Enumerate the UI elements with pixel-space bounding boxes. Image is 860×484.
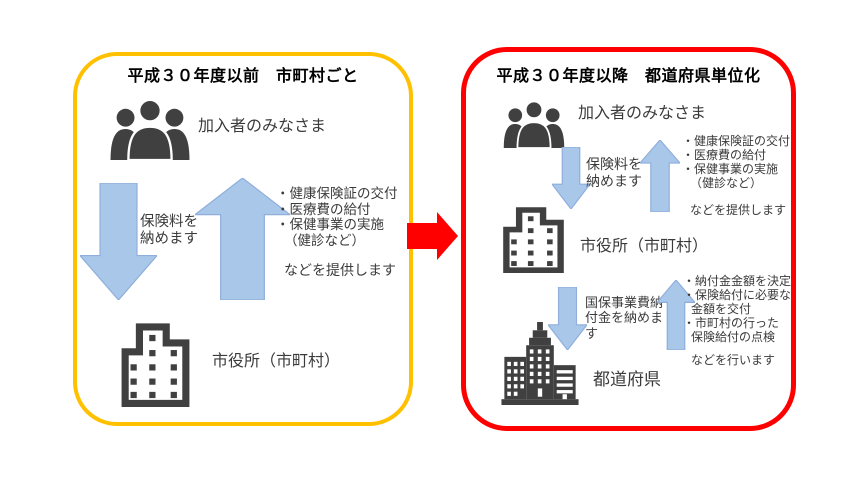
npk-down-arrow-icon — [548, 287, 587, 350]
benefit-item: （健診など） — [284, 232, 365, 248]
benefit-item: ・医療費の給付 — [276, 201, 371, 217]
benefits-note: などを提供します — [284, 262, 396, 278]
premium-down-arrow-icon — [80, 183, 157, 300]
right-panel-after-2018: 平成３０年度以降 都道府県単位化 加入者のみなさま 保険料を 納めます — [461, 47, 796, 431]
transition-arrow-icon — [407, 212, 459, 260]
pref-task-item: ・納付金金額を決定 — [683, 274, 792, 288]
pref-tasks-list: ・納付金金額を決定 ・保険給付に必要な 金額を交付 ・市町村の行った 保険給付の… — [683, 274, 791, 367]
benefits-up-arrow-icon — [195, 178, 290, 300]
benefit-item: （健診など） — [690, 176, 763, 190]
premium-down-arrow-icon — [552, 147, 590, 209]
premium-arrow-label: 保険料を 納めます — [586, 156, 642, 189]
benefit-item: ・保健事業の実施 — [276, 217, 384, 232]
right-panel-title: 平成３０年度以降 都道府県単位化 — [496, 68, 761, 85]
city-office-label: 市役所（市町村） — [212, 353, 341, 370]
pref-task-item: ・保険給付に必要な — [683, 288, 792, 302]
pref-up-arrow-icon — [657, 280, 695, 350]
benefits-list: ・健康保険証の交付 ・医療費の給付 ・保健事業の実施 （健診など） などを提供し… — [682, 134, 790, 217]
premium-arrow-label: 保険料を 納めます — [140, 214, 198, 248]
city-office-icon — [500, 203, 567, 273]
left-panel-title: 平成３０年度以前 市町村ごと — [127, 68, 359, 85]
benefits-note: などを提供します — [690, 203, 787, 217]
benefit-item: ・医療費の給付 — [682, 148, 767, 162]
members-label: 加入者のみなさま — [198, 118, 327, 135]
members-label: 加入者のみなさま — [578, 105, 707, 122]
benefit-item: ・保健事業の実施 — [682, 162, 779, 176]
pref-task-item: ・市町村の行った — [683, 316, 780, 330]
members-group-icon — [103, 98, 197, 160]
pref-task-item: 金額を交付 — [691, 302, 752, 316]
pref-task-item: 保険給付の点検 — [691, 330, 776, 344]
pref-tasks-note: などを行います — [691, 353, 776, 367]
city-office-icon — [118, 318, 193, 407]
prefecture-building-icon — [500, 322, 580, 405]
benefits-up-arrow-icon — [640, 140, 680, 212]
city-office-label: 市役所（市町村） — [580, 238, 709, 255]
benefits-list: ・健康保険証の交付 ・医療費の給付 ・保健事業の実施 （健診など） などを提供し… — [276, 186, 398, 279]
benefit-item: ・健康保険証の交付 — [682, 134, 791, 148]
benefit-item: ・健康保険証の交付 — [276, 186, 398, 201]
prefecture-label: 都道府県 — [593, 370, 661, 389]
left-panel-before-2018: 平成３０年度以前 市町村ごと 加入者のみなさま 保険料を 納めます — [73, 52, 413, 426]
npk-arrow-label: 国保事業費納 付金を納めま す — [585, 295, 664, 341]
members-group-icon — [498, 100, 570, 148]
